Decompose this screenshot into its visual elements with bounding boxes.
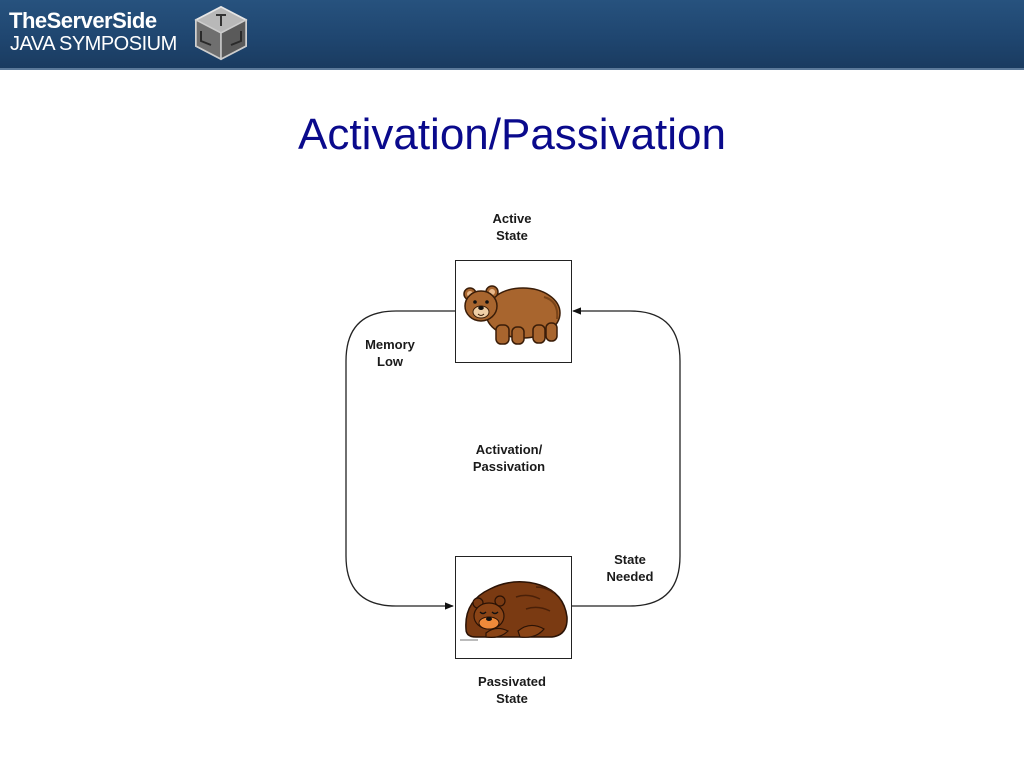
brand-subtitle: JAVA SYMPOSIUM [10,33,177,55]
state-needed-label: State Needed [606,552,654,584]
active-state-label: Active State [492,211,532,243]
standing-bear-icon [463,285,561,345]
state-needed-arrow [571,307,681,607]
sleeping-bear-icon [460,581,568,641]
brand-name: TheServerSide [9,8,157,33]
passivated-state-box [455,556,572,659]
cube-logo-icon [194,5,248,61]
active-state-box [455,260,572,363]
memory-low-arrow [345,310,455,610]
header-banner: TheServerSide JAVA SYMPOSIUM [0,0,1024,70]
slide-title: Activation/Passivation [298,110,726,159]
passivated-state-label: Passivated State [478,674,546,706]
memory-low-label: Memory Low [365,337,415,369]
center-label: Activation/ Passivation [472,442,546,474]
